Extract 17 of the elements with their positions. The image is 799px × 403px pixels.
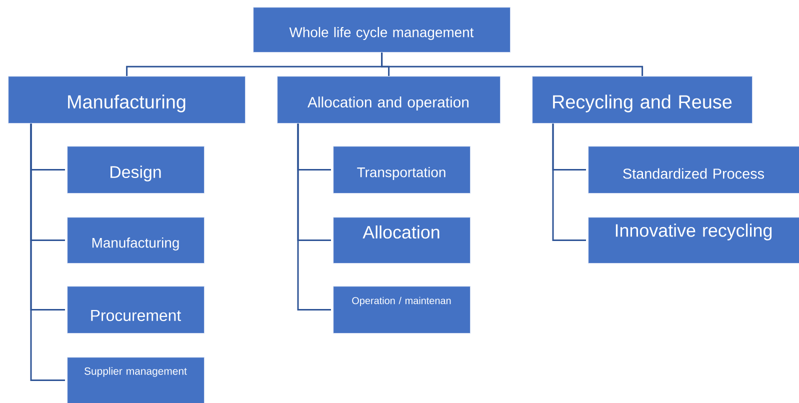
item-box: Standardized Process xyxy=(588,146,799,194)
category-box: Allocation and operation xyxy=(277,76,501,124)
item-box: Design xyxy=(67,146,205,194)
item-box: Allocation xyxy=(333,217,471,264)
category-box: Recycling and Reuse xyxy=(532,76,753,124)
item-box: Innovative recycling xyxy=(588,217,799,264)
connector-line xyxy=(30,124,65,382)
heading-box: Whole life cycle management xyxy=(253,7,511,53)
category-box: Manufacturing xyxy=(8,76,246,124)
connector-line xyxy=(297,124,331,311)
item-box: Transportation xyxy=(333,146,471,194)
connector-line xyxy=(552,124,586,242)
item-box: Supplier management xyxy=(67,357,205,403)
connector-line xyxy=(381,52,644,76)
item-box: Procurement xyxy=(67,286,205,334)
item-box: Manufacturing xyxy=(67,217,205,264)
item-box: Operation / maintenan xyxy=(333,286,471,334)
